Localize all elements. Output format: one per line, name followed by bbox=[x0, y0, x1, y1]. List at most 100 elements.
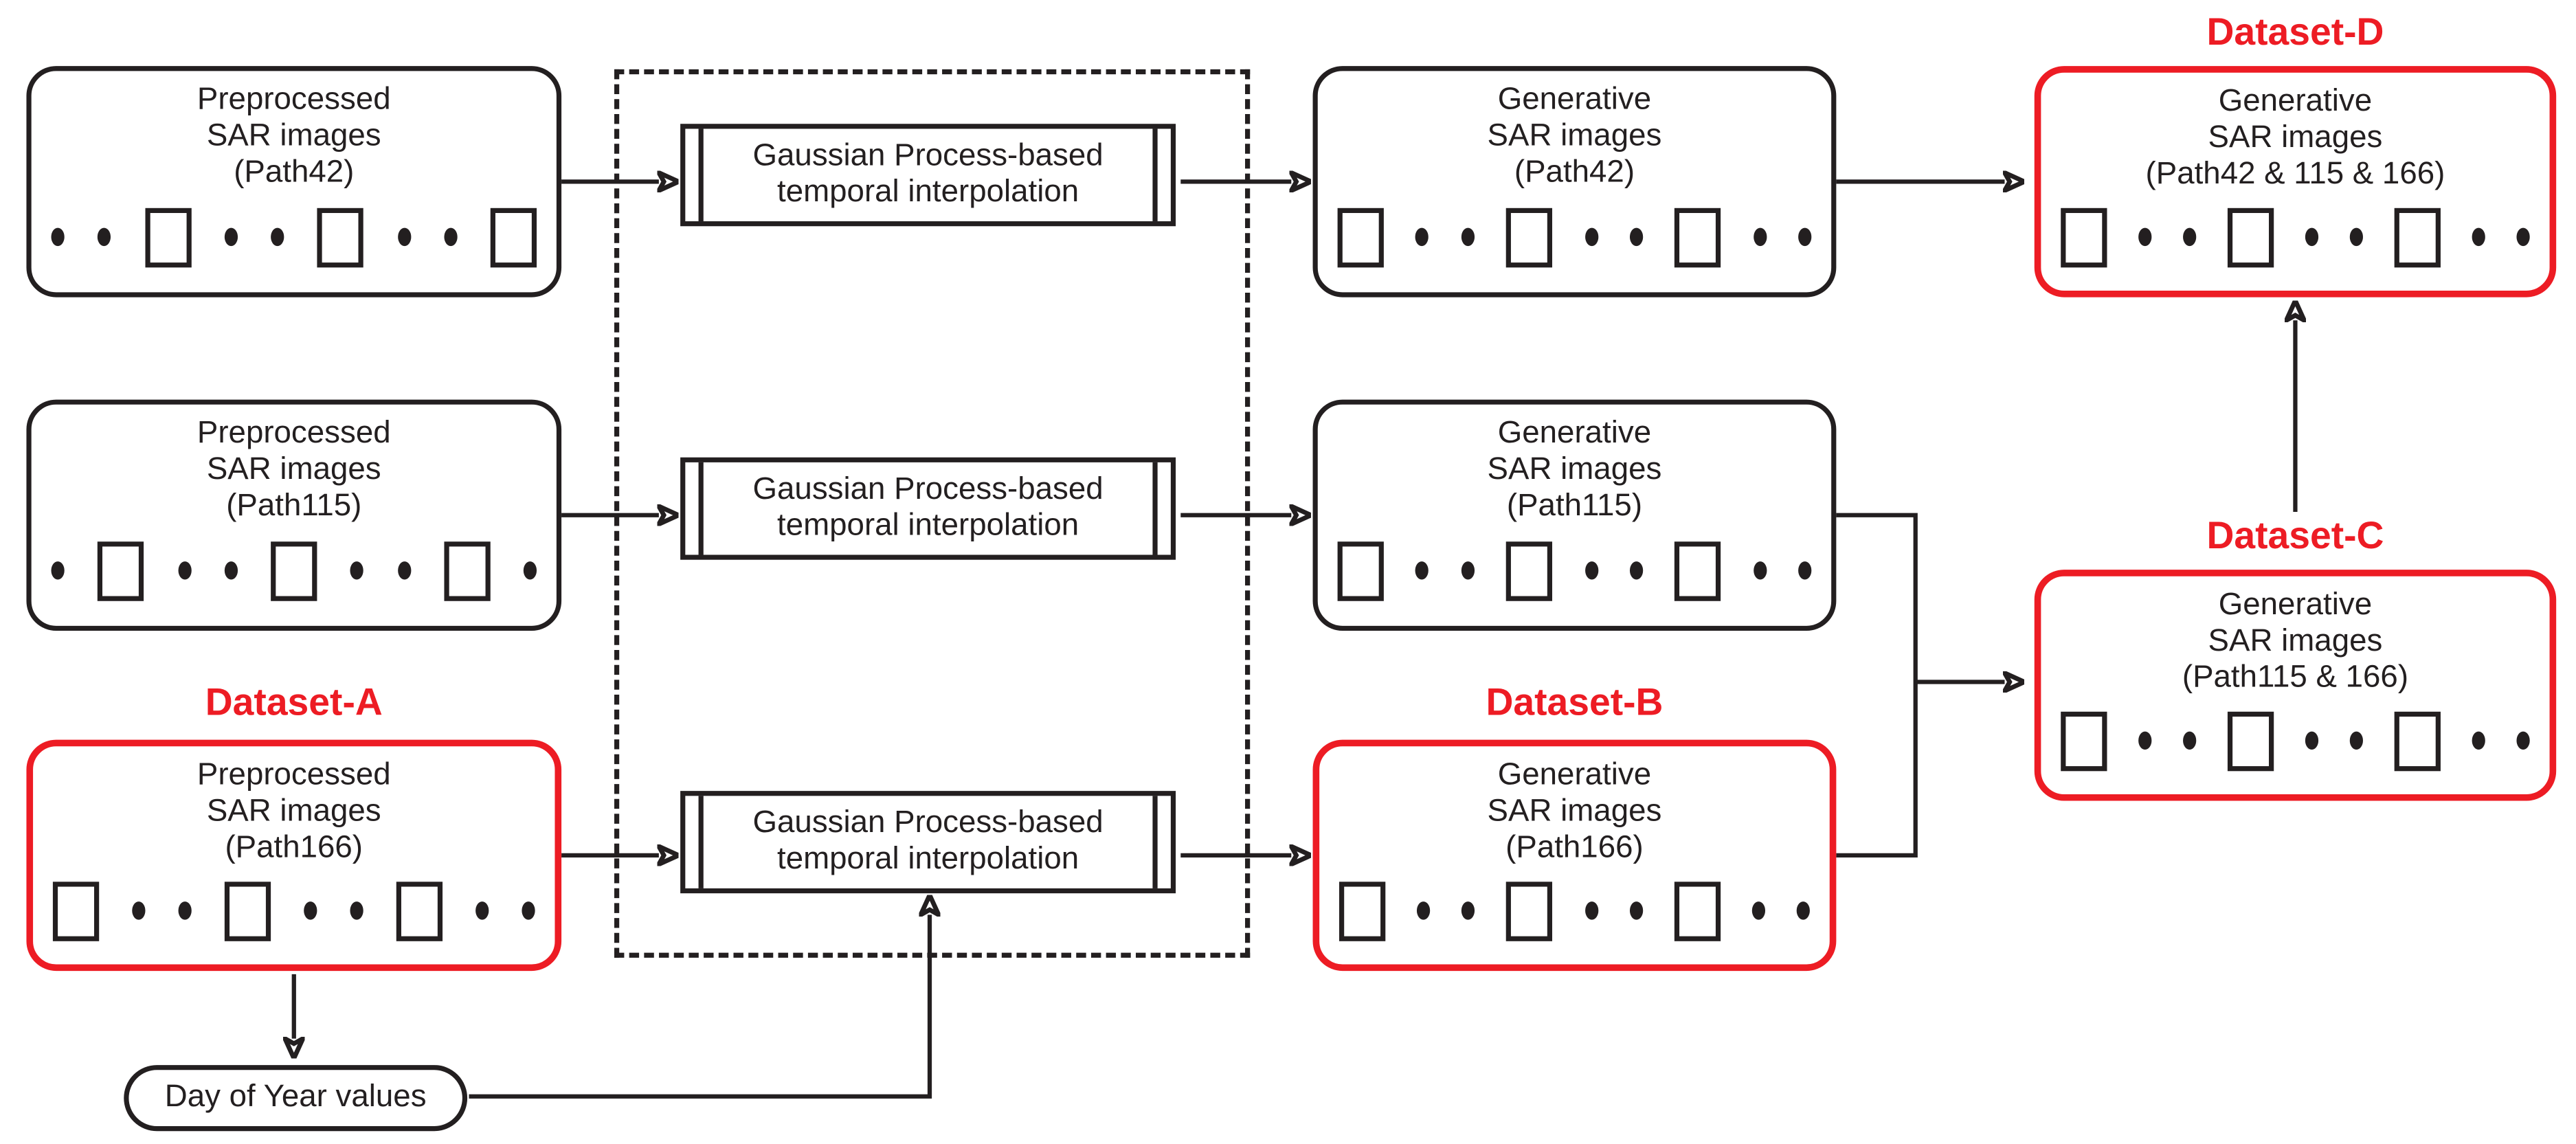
connector-gen115-genB-junction bbox=[1836, 513, 1918, 857]
ellipsis-dot bbox=[2183, 227, 2197, 247]
day-of-year-capsule: Day of Year values bbox=[124, 1065, 468, 1132]
ellipsis-dot bbox=[304, 901, 317, 920]
dataset-d-box: Generative SAR images (Path42 & 115 & 16… bbox=[2034, 66, 2557, 298]
dataset-c-box: Generative SAR images (Path115 & 166) bbox=[2034, 570, 2557, 801]
ellipsis-dot bbox=[1461, 901, 1475, 920]
box-line: (Path42) bbox=[234, 155, 355, 190]
process-line: temporal interpolation bbox=[777, 842, 1079, 877]
box-line: (Path166) bbox=[1505, 830, 1644, 866]
dataset-a-label: Dataset-A bbox=[205, 680, 383, 724]
ellipsis-dot bbox=[2305, 731, 2319, 750]
sar-image-frame bbox=[1675, 541, 1721, 601]
gp-interpolation-box-2: Gaussian Process-based temporal interpol… bbox=[680, 457, 1176, 560]
ellipsis-dot bbox=[1629, 227, 1643, 247]
ellipsis-dot bbox=[443, 227, 458, 247]
sar-image-frame bbox=[2061, 710, 2107, 771]
box-line: Generative bbox=[1497, 82, 1652, 117]
box-line: Preprocessed bbox=[197, 82, 391, 117]
box-line: SAR images bbox=[206, 452, 381, 487]
preprocessed-sar-path115-box: Preprocessed SAR images (Path115) bbox=[26, 399, 562, 631]
sar-image-frame bbox=[1674, 881, 1721, 941]
sar-image-frame bbox=[2394, 710, 2441, 771]
box-line: Generative bbox=[1497, 758, 1652, 793]
sar-image-frame bbox=[52, 881, 100, 941]
process-line: Gaussian Process-based bbox=[752, 805, 1104, 841]
gp-interpolation-box-3: Gaussian Process-based temporal interpol… bbox=[680, 791, 1176, 894]
image-sequence bbox=[1337, 525, 1812, 616]
box-line: SAR images bbox=[1487, 119, 1662, 154]
dataset-b-label: Dataset-B bbox=[1486, 680, 1664, 724]
ellipsis-dot bbox=[396, 227, 411, 247]
box-line: SAR images bbox=[206, 119, 381, 154]
ellipsis-dot bbox=[523, 561, 537, 580]
sar-image-frame bbox=[1506, 207, 1553, 267]
ellipsis-dot bbox=[2516, 227, 2530, 247]
ellipsis-dot bbox=[1751, 901, 1765, 920]
ellipsis-dot bbox=[522, 901, 535, 920]
ellipsis-dot bbox=[1461, 227, 1475, 247]
sar-image-frame bbox=[144, 207, 191, 267]
sar-image-frame bbox=[317, 207, 364, 267]
ellipsis-dot bbox=[1461, 561, 1475, 580]
image-sequence bbox=[2061, 697, 2530, 784]
box-line: (Path115 & 166) bbox=[2182, 660, 2409, 695]
box-line: SAR images bbox=[2208, 624, 2383, 659]
ellipsis-dot bbox=[475, 901, 489, 920]
ellipsis-dot bbox=[1415, 561, 1429, 580]
box-line: Generative bbox=[2218, 587, 2373, 623]
ellipsis-dot bbox=[396, 561, 411, 580]
ellipsis-dot bbox=[1584, 561, 1598, 580]
box-line: Preprocessed bbox=[197, 758, 391, 793]
ellipsis-dot bbox=[51, 561, 65, 580]
preprocessed-sar-path42-box: Preprocessed SAR images (Path42) bbox=[26, 66, 562, 298]
dataset-b-box: Generative SAR images (Path166) bbox=[1312, 739, 1837, 972]
ellipsis-dot bbox=[1796, 901, 1810, 920]
sar-image-frame bbox=[271, 541, 317, 601]
ellipsis-dot bbox=[224, 227, 238, 247]
generative-sar-path42-box: Generative SAR images (Path42) bbox=[1312, 66, 1837, 298]
sar-image-frame bbox=[1337, 207, 1384, 267]
box-line: Generative bbox=[2218, 84, 2373, 120]
ellipsis-dot bbox=[51, 227, 65, 247]
ellipsis-dot bbox=[350, 901, 363, 920]
dataset-a-box: Preprocessed SAR images (Path166) bbox=[26, 739, 562, 972]
sar-image-frame bbox=[98, 541, 144, 601]
sar-image-frame bbox=[224, 881, 271, 941]
box-line: Generative bbox=[1497, 416, 1652, 451]
box-line: SAR images bbox=[1487, 794, 1662, 829]
sar-image-frame bbox=[2061, 207, 2107, 267]
sar-image-frame bbox=[1339, 881, 1386, 941]
ellipsis-dot bbox=[2349, 731, 2363, 750]
ellipsis-dot bbox=[2516, 731, 2530, 750]
box-line: (Path115) bbox=[226, 489, 362, 524]
ellipsis-dot bbox=[1417, 901, 1431, 920]
sar-image-frame bbox=[443, 541, 491, 601]
box-line: Preprocessed bbox=[197, 416, 391, 451]
sar-image-frame bbox=[396, 881, 443, 941]
generative-sar-path115-box: Generative SAR images (Path115) bbox=[1312, 399, 1837, 631]
process-line: Gaussian Process-based bbox=[752, 138, 1104, 174]
sar-image-frame bbox=[1506, 541, 1553, 601]
ellipsis-dot bbox=[177, 561, 191, 580]
box-line: (Path42 & 115 & 166) bbox=[2145, 157, 2445, 192]
ellipsis-dot bbox=[271, 227, 284, 247]
ellipsis-dot bbox=[1415, 227, 1429, 247]
image-sequence bbox=[1339, 867, 1810, 954]
ellipsis-dot bbox=[1629, 561, 1643, 580]
dataset-d-label: Dataset-D bbox=[2206, 10, 2384, 53]
image-sequence bbox=[51, 525, 537, 616]
ellipsis-dot bbox=[2138, 227, 2152, 247]
ellipsis-dot bbox=[2138, 731, 2152, 750]
ellipsis-dot bbox=[132, 901, 146, 920]
ellipsis-dot bbox=[224, 561, 238, 580]
sar-image-frame bbox=[2227, 207, 2274, 267]
interpolation-stage-dashed-boundary bbox=[614, 69, 1251, 958]
gp-interpolation-box-1: Gaussian Process-based temporal interpol… bbox=[680, 124, 1176, 227]
capsule-text: Day of Year values bbox=[164, 1079, 427, 1115]
box-line: SAR images bbox=[2208, 120, 2383, 155]
image-sequence bbox=[52, 867, 535, 954]
sar-image-frame bbox=[2227, 710, 2274, 771]
ellipsis-dot bbox=[1753, 561, 1767, 580]
ellipsis-dot bbox=[1584, 227, 1598, 247]
